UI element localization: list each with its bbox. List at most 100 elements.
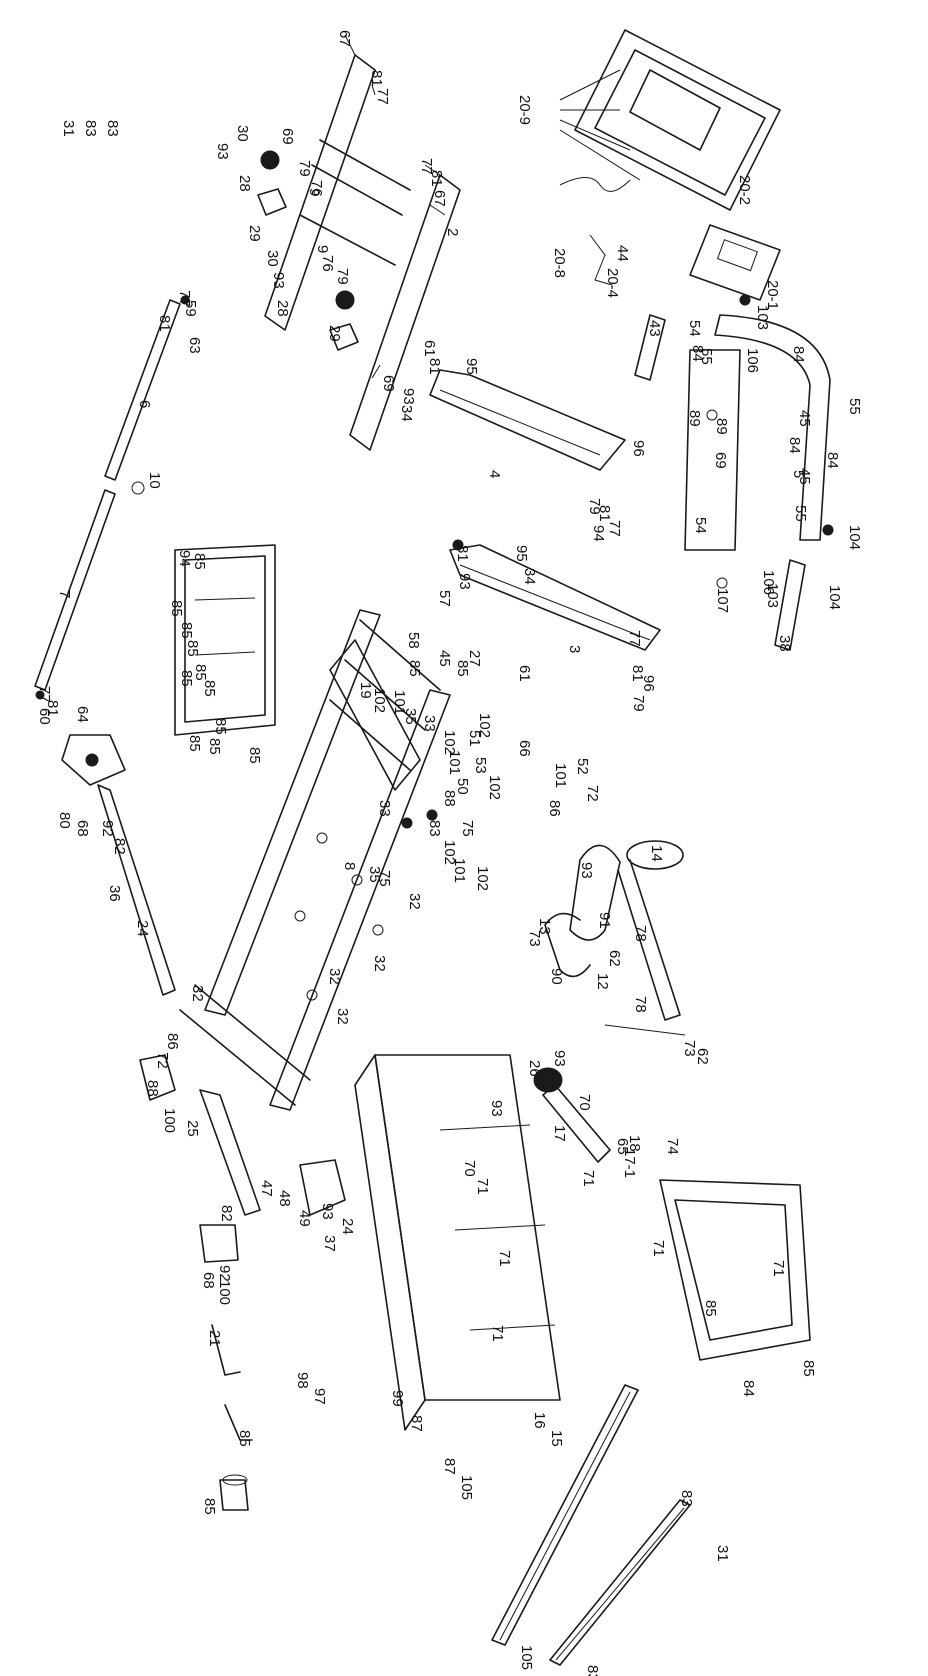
part-callout-label: 30 bbox=[264, 250, 281, 267]
part-callout-label: 102 bbox=[441, 840, 458, 865]
part-callout-label: 70 bbox=[576, 1094, 593, 1111]
part-callout-label: 2 bbox=[444, 228, 461, 236]
part-callout-label: 79 bbox=[586, 498, 603, 515]
part-callout-label: 81 bbox=[596, 505, 613, 522]
front-roller-assembly bbox=[544, 840, 686, 1036]
part-callout-label: 85 bbox=[186, 735, 203, 752]
part-callout-label: 71 bbox=[650, 1240, 667, 1257]
part-callout-label: 20-2 bbox=[736, 175, 753, 205]
part-callout-label: 101 bbox=[451, 858, 468, 883]
part-callout-label: 54 bbox=[686, 320, 703, 337]
part-callout-label: 106 bbox=[760, 570, 777, 595]
part-callout-label: 102 bbox=[371, 688, 388, 713]
part-callout-label: 87 bbox=[441, 1458, 458, 1475]
upright-crossbar-assembly bbox=[257, 34, 461, 451]
part-callout-label: 37 bbox=[321, 1235, 338, 1252]
part-callout-label: 72 bbox=[584, 785, 601, 802]
part-callout-label: 12 bbox=[594, 973, 611, 990]
part-callout-label: 33 bbox=[376, 800, 393, 817]
part-callout-label: 83 bbox=[104, 120, 121, 137]
part-callout-label: 67 bbox=[431, 190, 448, 207]
part-callout-label: 91 bbox=[596, 912, 613, 929]
part-callout-label: 45 bbox=[796, 410, 813, 427]
part-callout-label: 63 bbox=[186, 337, 203, 354]
part-callout-label: 92 bbox=[216, 1265, 233, 1282]
right-upright bbox=[449, 539, 661, 651]
part-callout-label: 84 bbox=[740, 1380, 757, 1397]
part-callout-label: 105 bbox=[458, 1475, 475, 1500]
part-callout-label: 107 bbox=[714, 588, 731, 613]
part-callout-label: 19 bbox=[357, 682, 374, 699]
part-callout-label: 7 bbox=[56, 590, 73, 598]
part-callout-label: 81 bbox=[44, 700, 61, 717]
part-callout-label: 69 bbox=[712, 452, 729, 469]
part-callout-label: 102 bbox=[441, 730, 458, 755]
part-callout-label: 58 bbox=[405, 632, 422, 649]
part-callout-label: 54 bbox=[692, 517, 709, 534]
part-callout-label: 31 bbox=[60, 120, 77, 137]
front-motor-cover bbox=[659, 1179, 811, 1361]
part-callout-label: 49 bbox=[296, 1210, 313, 1227]
part-callout-label: 16 bbox=[531, 1412, 548, 1429]
part-callout-label: 5 bbox=[790, 470, 807, 478]
part-callout-label: 66 bbox=[516, 740, 533, 757]
part-callout-label: 32 bbox=[406, 893, 423, 910]
part-callout-label: 18 bbox=[626, 1135, 643, 1152]
part-callout-label: 24 bbox=[134, 920, 151, 937]
part-callout-label: 55 bbox=[698, 348, 715, 365]
part-callout-label: 75 bbox=[459, 820, 476, 837]
part-callout-label: 88 bbox=[144, 1080, 161, 1097]
part-callout-label: 93 bbox=[488, 1100, 505, 1117]
part-callout-label: 73 bbox=[526, 930, 543, 947]
part-callout-label: 33 bbox=[421, 715, 438, 732]
part-callout-label: 72 bbox=[154, 1052, 171, 1069]
part-callout-label: 85 bbox=[191, 553, 208, 570]
part-callout-label: 8 bbox=[341, 862, 358, 870]
part-callout-label: 94 bbox=[590, 525, 607, 542]
part-callout-label: 51 bbox=[466, 730, 483, 747]
part-callout-label: 45 bbox=[436, 650, 453, 667]
part-callout-label: 79 bbox=[334, 268, 351, 285]
support-tube-assembly bbox=[34, 295, 190, 700]
part-callout-label: 80 bbox=[56, 812, 73, 829]
part-callout-label: 102 bbox=[476, 713, 493, 738]
part-callout-label: 85 bbox=[212, 718, 229, 735]
part-callout-label: 85 bbox=[201, 680, 218, 697]
part-callout-label: 29 bbox=[246, 225, 263, 242]
part-callout-label: 79 bbox=[630, 695, 647, 712]
part-callout-label: 99 bbox=[389, 1390, 406, 1407]
part-callout-label: 103 bbox=[754, 305, 771, 330]
part-callout-label: 45 bbox=[796, 468, 813, 485]
part-callout-label: 93 bbox=[456, 573, 473, 590]
part-callout-label: 25 bbox=[184, 1120, 201, 1137]
part-callout-label: 29 bbox=[326, 325, 343, 342]
part-callout-label: 60 bbox=[36, 708, 53, 725]
part-callout-label: 85 bbox=[454, 660, 471, 677]
part-callout-label: 92 bbox=[99, 820, 116, 837]
part-callout-label: 28 bbox=[274, 300, 291, 317]
part-callout-label: 88 bbox=[441, 790, 458, 807]
part-callout-label: 77 bbox=[36, 686, 53, 703]
part-callout-label: 78 bbox=[632, 996, 649, 1013]
part-callout-label: 9 bbox=[306, 188, 323, 196]
part-callout-label: 3 bbox=[566, 645, 583, 653]
part-callout-label: 85 bbox=[178, 670, 195, 687]
part-callout-label: 13 bbox=[536, 918, 553, 935]
handlebar-assembly bbox=[634, 294, 834, 651]
part-callout-label: 4 bbox=[486, 470, 503, 478]
part-callout-label: 79 bbox=[296, 160, 313, 177]
part-callout-label: 85 bbox=[702, 1300, 719, 1317]
part-callout-label: 85 bbox=[201, 1498, 218, 1515]
part-callout-label: 96 bbox=[640, 675, 657, 692]
part-callout-label: 93 bbox=[270, 272, 287, 289]
part-callout-label: 73 bbox=[681, 1040, 698, 1057]
part-callout-label: 71 bbox=[580, 1170, 597, 1187]
part-callout-label: 6 bbox=[136, 400, 153, 408]
part-callout-label: 83 bbox=[426, 820, 443, 837]
part-callout-label: 69 bbox=[380, 375, 397, 392]
part-callout-label: 85 bbox=[168, 600, 185, 617]
left-upright bbox=[429, 369, 626, 471]
part-callout-label: 104 bbox=[846, 525, 863, 550]
part-callout-label: 101 bbox=[552, 763, 569, 788]
part-callout-label: 47 bbox=[258, 1180, 275, 1197]
